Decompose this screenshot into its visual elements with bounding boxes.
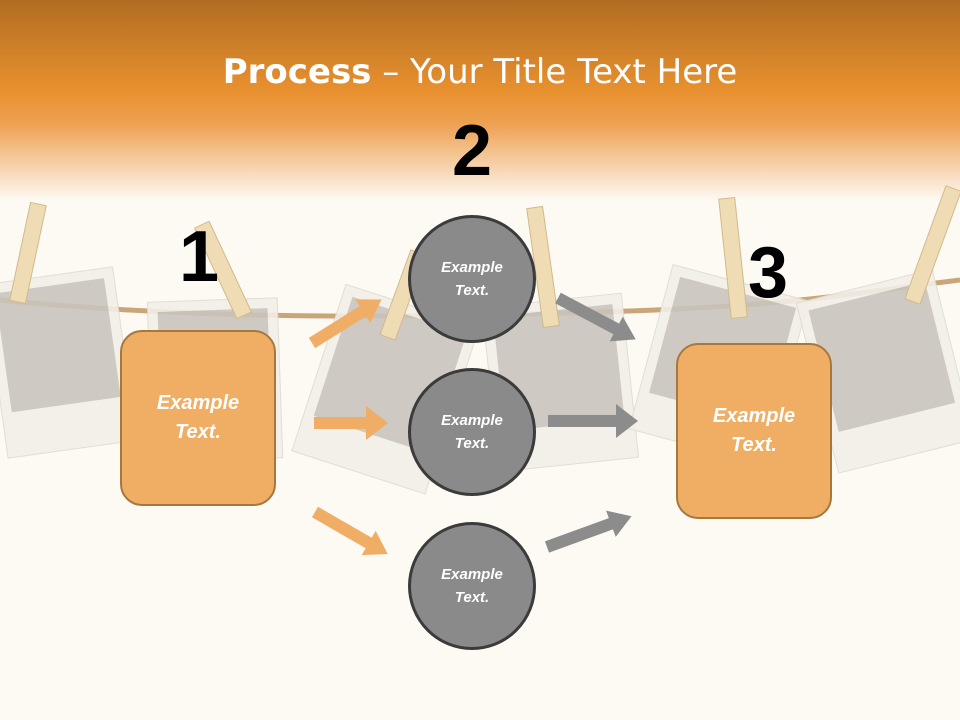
title-rest: – Your Title Text Here xyxy=(371,52,738,92)
step-box-3: Example Text. xyxy=(676,343,832,519)
arrow-up-orange xyxy=(308,299,382,349)
step-box-1-text: Example Text. xyxy=(156,392,240,443)
circle-top-text: Example Text. xyxy=(441,259,503,299)
photo-6 xyxy=(795,268,960,474)
arrow-down-orange xyxy=(312,506,388,556)
arrow-down-gray xyxy=(555,292,636,342)
arrows-orange xyxy=(308,299,388,556)
arrow-up-gray xyxy=(544,510,632,553)
header-band xyxy=(0,0,960,200)
circle-middle-text: Example Text. xyxy=(441,412,503,452)
slide-title: Process – Your Title Text Here xyxy=(0,52,960,92)
arrows-gray xyxy=(544,292,638,553)
title-bold: Process xyxy=(222,52,372,92)
step-number-3: 3 xyxy=(747,233,789,313)
step-box-1: Example Text. xyxy=(120,330,276,506)
step-box-3-text: Example Text. xyxy=(712,405,796,456)
arrow-right-gray xyxy=(548,404,638,438)
circle-bottom-text: Example Text. xyxy=(441,566,503,606)
step-number-1: 1 xyxy=(178,217,220,297)
circle-middle: Example Text. xyxy=(408,368,536,496)
photo-1 xyxy=(0,266,138,459)
circle-top: Example Text. xyxy=(408,215,536,343)
step-number-2: 2 xyxy=(451,111,493,191)
arrow-right-orange xyxy=(314,406,388,440)
circle-bottom: Example Text. xyxy=(408,522,536,650)
